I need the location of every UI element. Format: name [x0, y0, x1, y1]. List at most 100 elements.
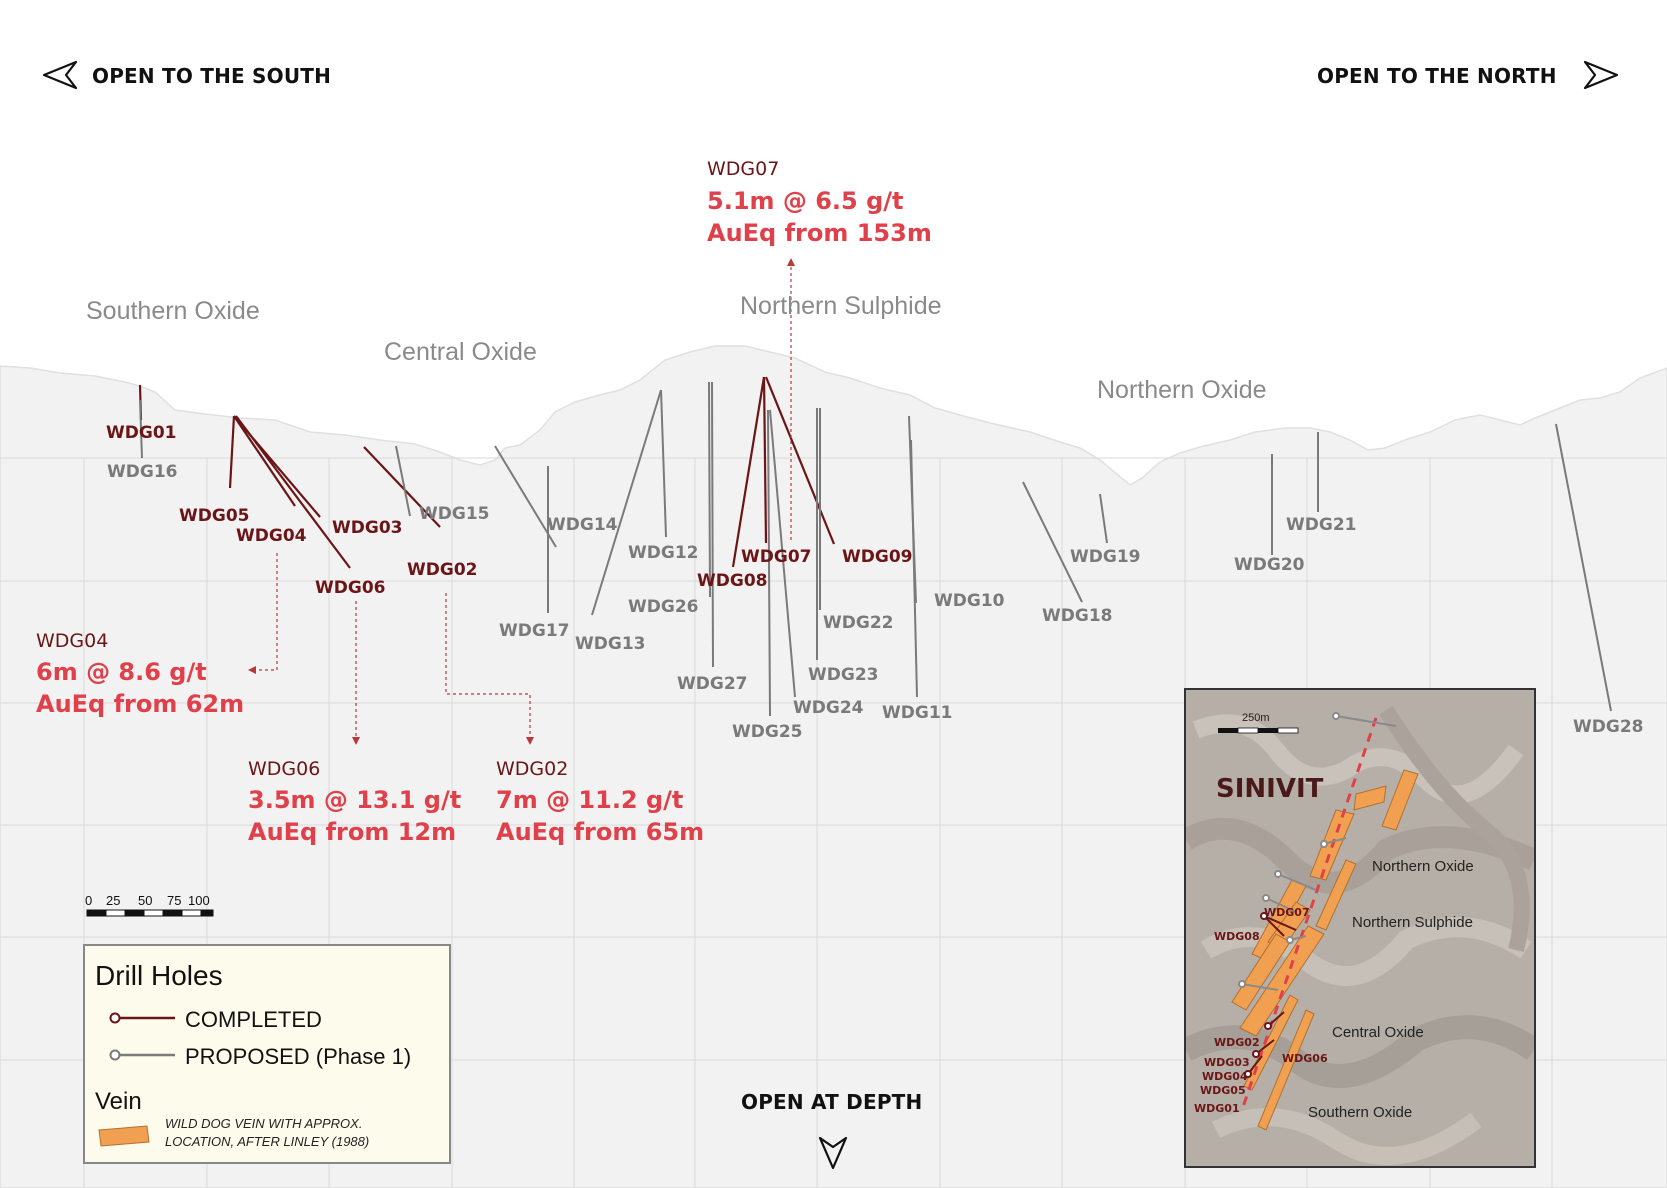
- result-wdg06-hole: WDG06: [248, 758, 321, 780]
- trace-wdg15: [395, 445, 411, 517]
- result-wdg06-line1: 3.5m @ 13.1 g/t: [248, 786, 462, 814]
- arrow-north-icon: [1583, 60, 1619, 90]
- inset-hole-wdg05: WDG05: [1200, 1084, 1246, 1097]
- hole-label-wdg14: WDG14: [547, 515, 618, 535]
- inset-scale-bar: [1218, 727, 1299, 734]
- result-wdg02-hole: WDG02: [496, 758, 569, 780]
- hole-label-wdg22: WDG22: [823, 613, 894, 633]
- hole-label-wdg15: WDG15: [419, 504, 490, 524]
- hole-label-wdg20: WDG20: [1234, 555, 1305, 575]
- hole-label-wdg12: WDG12: [628, 543, 699, 563]
- inset-hole-wdg03: WDG03: [1204, 1056, 1250, 1069]
- hole-label-wdg05: WDG05: [179, 506, 250, 526]
- trace-wdg02: [363, 446, 441, 528]
- inset-northern-sulphide: Northern Sulphide: [1352, 914, 1473, 931]
- trace-wdg11: [910, 439, 918, 698]
- hole-label-wdg02: WDG02: [407, 560, 478, 580]
- result-wdg04-hole: WDG04: [36, 630, 109, 652]
- trace-wdg07: [762, 376, 768, 544]
- inset-hole-wdg01: WDG01: [1194, 1102, 1240, 1115]
- trace-wdg28: [1555, 423, 1612, 712]
- zone-southern-oxide: Southern Oxide: [86, 297, 260, 325]
- arrow-depth-icon: [818, 1136, 848, 1170]
- proposed-symbol-icon: [109, 1049, 175, 1061]
- hole-label-wdg21: WDG21: [1286, 515, 1357, 535]
- inset-southern-oxide: Southern Oxide: [1308, 1104, 1413, 1121]
- hole-label-wdg01: WDG01: [106, 423, 177, 443]
- hole-label-wdg07: WDG07: [741, 547, 812, 567]
- legend-vein-line2: LOCATION, AFTER LINLEY (1988): [165, 1134, 370, 1149]
- leader-wdg04: [255, 553, 278, 671]
- completed-traces: [138, 376, 836, 569]
- inset-section-line: [1240, 717, 1378, 1111]
- legend-title: Drill Holes: [95, 960, 223, 991]
- inset-title: SINIVIT: [1216, 774, 1324, 804]
- inset-hole-wdg08: WDG08: [1214, 930, 1260, 943]
- inset-hole-wdg04: WDG04: [1202, 1070, 1248, 1083]
- leader-arrows: [248, 258, 795, 745]
- open-depth-label: OPEN AT DEPTH: [741, 1090, 923, 1114]
- trace-wdg08: [731, 376, 766, 568]
- trace-wdg24: [769, 409, 796, 698]
- inset-drawing: [1186, 705, 1534, 1165]
- zone-northern-oxide: Northern Oxide: [1097, 376, 1267, 404]
- hole-label-wdg25: WDG25: [732, 722, 803, 742]
- result-wdg04-line2: AuEq from 62m: [36, 690, 245, 718]
- proposed-traces: [139, 381, 1612, 717]
- hole-label-wdg03: WDG03: [332, 518, 403, 538]
- inset-scale-label: 250m: [1242, 712, 1270, 724]
- trace-wdg06: [235, 415, 351, 569]
- hole-label-wdg18: WDG18: [1042, 606, 1113, 626]
- result-leaders: [255, 266, 792, 738]
- hole-label-wdg23: WDG23: [808, 665, 879, 685]
- completed-symbol-icon: [109, 1012, 175, 1024]
- hole-label-wdg19: WDG19: [1070, 547, 1141, 567]
- arrow-south-icon: [42, 60, 78, 90]
- hole-label-wdg16: WDG16: [107, 462, 178, 482]
- hole-label-wdg27: WDG27: [677, 674, 748, 694]
- hole-label-wdg09: WDG09: [842, 547, 913, 567]
- scale-tick-100: 100: [188, 893, 210, 908]
- result-wdg04-line1: 6m @ 8.6 g/t: [36, 658, 207, 686]
- inset-hole-wdg02: WDG02: [1214, 1036, 1260, 1049]
- trace-wdg26: [708, 381, 711, 598]
- hole-label-wdg28: WDG28: [1573, 717, 1644, 737]
- trace-wdg16: [139, 399, 143, 459]
- trace-wdg09: [764, 376, 836, 545]
- open-north-label: OPEN TO THE NORTH: [1317, 64, 1557, 88]
- trace-wdg27: [711, 381, 714, 668]
- result-wdg02-line1: 7m @ 11.2 g/t: [496, 786, 684, 814]
- result-wdg07-line1: 5.1m @ 6.5 g/t: [707, 187, 904, 215]
- scale-tick-50: 50: [138, 893, 153, 908]
- legend-proposed: PROPOSED (Phase 1): [185, 1044, 412, 1069]
- hole-label-wdg06: WDG06: [315, 578, 386, 598]
- legend-completed: COMPLETED: [185, 1007, 322, 1032]
- hole-label-wdg08: WDG08: [697, 571, 768, 591]
- trace-wdg04: [233, 415, 296, 507]
- hole-label-wdg13: WDG13: [575, 634, 646, 654]
- result-wdg06-line2: AuEq from 12m: [248, 818, 457, 846]
- hole-label-wdg24: WDG24: [793, 698, 864, 718]
- inset-map: 250m SINIVIT Northern Oxide Northern Sul…: [1184, 688, 1536, 1168]
- hole-label-wdg11: WDG11: [882, 703, 953, 723]
- zone-northern-sulphide: Northern Sulphide: [740, 292, 942, 320]
- inset-northern-oxide: Northern Oxide: [1372, 858, 1474, 875]
- legend-vein-title: Vein: [95, 1088, 142, 1115]
- trace-wdg12: [660, 389, 667, 538]
- hole-label-wdg10: WDG10: [934, 591, 1005, 611]
- scale-tick-0: 0: [85, 893, 93, 908]
- scale-tick-75: 75: [167, 893, 182, 908]
- hole-label-wdg17: WDG17: [499, 621, 570, 641]
- scale-bar: [86, 909, 214, 917]
- legend: Drill Holes COMPLETED PROPOSED (Phase 1)…: [83, 944, 451, 1164]
- leader-wdg02: [445, 593, 531, 738]
- result-wdg07-line2: AuEq from 153m: [707, 219, 932, 247]
- trace-wdg18: [1022, 481, 1083, 603]
- inset-hole-wdg06: WDG06: [1282, 1052, 1328, 1065]
- trace-wdg14: [494, 445, 557, 548]
- open-south-label: OPEN TO THE SOUTH: [92, 64, 332, 88]
- scale-tick-25: 25: [106, 893, 121, 908]
- result-wdg07-hole: WDG07: [707, 158, 780, 180]
- trace-wdg25: [767, 409, 771, 717]
